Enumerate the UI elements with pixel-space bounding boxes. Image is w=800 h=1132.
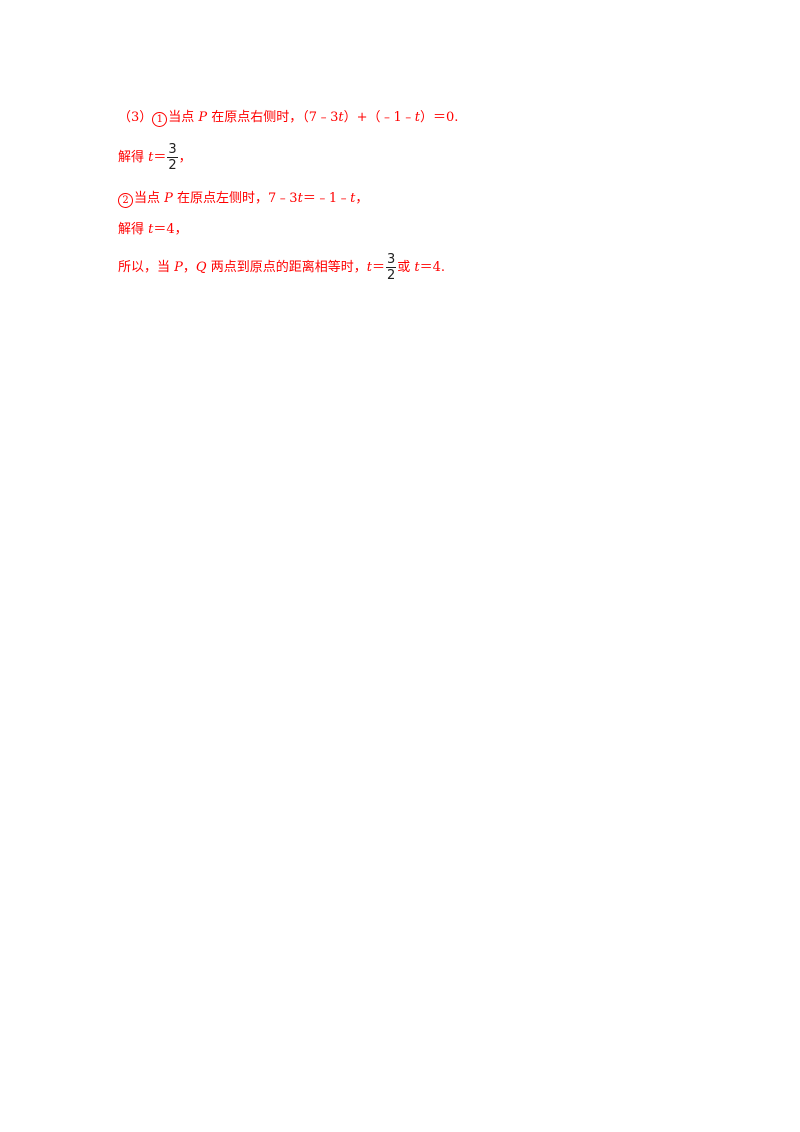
variable-t: t: [148, 150, 154, 165]
text-segment: ＝﹣1﹣: [302, 191, 351, 206]
text-segment: ）+（﹣1﹣: [343, 110, 415, 125]
variable-t: t: [350, 191, 356, 206]
variable-t: t: [414, 260, 420, 275]
text-segment: ＝4.: [419, 260, 446, 275]
text-segment: ，: [178, 150, 192, 165]
text-segment: 所以，当: [118, 260, 175, 275]
part-label: （3）: [118, 110, 153, 125]
variable-q: Q: [195, 260, 207, 275]
variable-t: t: [366, 260, 372, 275]
text-segment: 解得: [118, 150, 149, 165]
text-segment: 在原点左侧时，7﹣3: [172, 191, 298, 206]
text-segment: ）＝0.: [420, 110, 459, 125]
text-segment: 解得: [118, 222, 149, 237]
text-segment: 或: [397, 260, 415, 275]
solution-line-4: 解得 t＝4，: [118, 222, 188, 238]
variable-p: P: [164, 191, 173, 206]
text-segment: 在原点右侧时，（7﹣3: [207, 110, 339, 125]
variable-t: t: [148, 222, 154, 237]
text-segment: ＝4，: [153, 222, 188, 237]
text-segment: 两点到原点的距离相等时，: [206, 260, 367, 275]
variable-t: t: [338, 110, 344, 125]
text-segment: 当点: [168, 110, 199, 125]
variable-p: P: [198, 110, 208, 125]
fraction-bar: [385, 267, 397, 268]
fraction-numerator: 3: [168, 142, 177, 157]
fraction-bar: [167, 157, 178, 158]
text-segment: ，: [355, 191, 369, 206]
fraction-denominator: 2: [386, 268, 396, 283]
equals-sign: ＝: [371, 260, 385, 275]
equals-sign: ＝: [153, 150, 167, 165]
variable-t: t: [414, 110, 420, 125]
fraction-denominator: 2: [168, 158, 177, 173]
variable-t: t: [297, 191, 303, 206]
circled-number-2: 2: [118, 193, 133, 208]
text-segment: 当点: [134, 191, 165, 206]
text-segment: ，: [182, 260, 196, 275]
variable-p: P: [174, 260, 183, 275]
fraction-numerator: 3: [386, 252, 396, 267]
circled-number-1: 1: [152, 112, 168, 127]
